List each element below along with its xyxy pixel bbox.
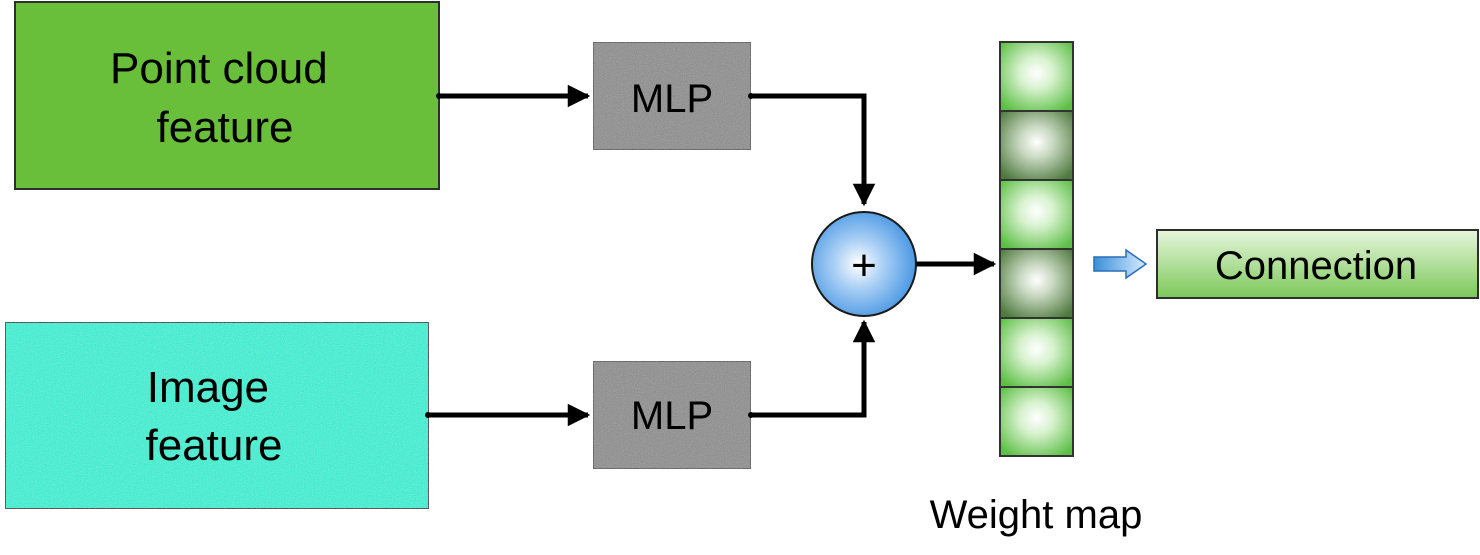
image-feature-label-line2: feature: [146, 421, 283, 470]
weight-map-cell-4: [999, 248, 1074, 319]
point-cloud-feature-node: Point cloud feature: [14, 1, 440, 190]
point-cloud-feature-label-line1: Point cloud: [110, 44, 328, 93]
connection-label: Connection: [1215, 244, 1417, 288]
connection-box: [1156, 229, 1479, 299]
arrow-point-cloud-origin-dot: [436, 93, 442, 99]
mlp-top-box: [592, 41, 752, 151]
arrow-mlp-bottom-origin-dot: [748, 412, 754, 418]
mlp-top-node: MLP: [592, 41, 752, 151]
weight-map-cell-5: [999, 317, 1074, 388]
arrow-image-origin-dot: [425, 412, 431, 418]
point-cloud-feature-box: [14, 1, 440, 190]
image-feature-box: [4, 321, 430, 510]
svg-text:Image feature: Image feature: [146, 363, 283, 470]
image-feature-label-line1: Image: [147, 363, 269, 412]
arrow-mlp-bottom-to-sum: [751, 319, 876, 418]
mlp-bottom-box: [592, 360, 752, 470]
weight-map-cell-6: [999, 386, 1074, 457]
sum-operator-label: +: [851, 241, 877, 290]
arrow-weight-map-to-connection: [1093, 248, 1148, 280]
mlp-bottom-label: MLP: [631, 394, 713, 438]
weight-map-label: Weight map: [930, 493, 1143, 537]
image-feature-node: Image feature: [4, 321, 430, 510]
sum-operator-node: +: [811, 211, 917, 317]
weight-map-cell-3: [999, 179, 1074, 250]
weight-map-cell-1: [999, 41, 1074, 112]
mlp-top-label: MLP: [631, 77, 713, 121]
connection-node: Connection: [1156, 229, 1479, 299]
arrow-mlp-top-to-sum: [751, 93, 876, 207]
weight-map-node: Weight map: [930, 41, 1143, 537]
arrow-mlp-top-origin-dot: [748, 93, 754, 99]
weight-map-cell-2: [999, 110, 1074, 181]
point-cloud-feature-label-line2: feature: [157, 103, 294, 152]
mlp-bottom-node: MLP: [592, 360, 752, 470]
svg-text:Point cloud feature: Point cloud feature: [110, 44, 340, 152]
